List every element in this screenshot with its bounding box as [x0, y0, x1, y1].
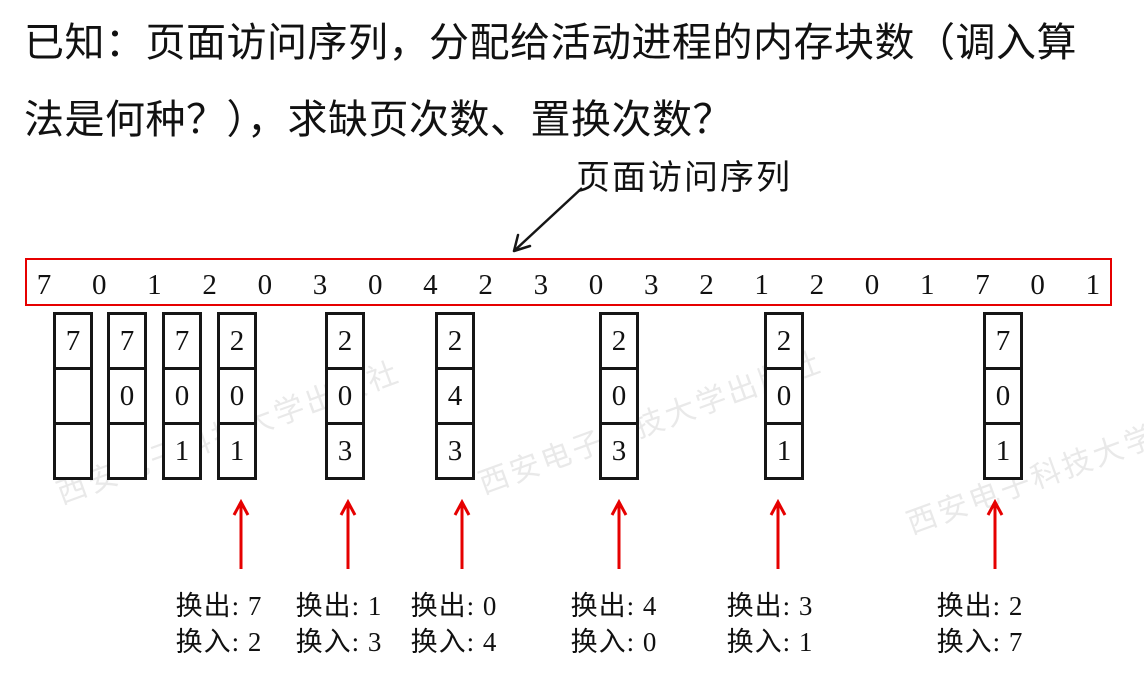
memory-frames-state-2: 7 0 — [107, 312, 147, 480]
frame-cell: 1 — [217, 422, 257, 480]
page-access-sequence-box: 7 0 1 2 0 3 0 4 2 3 0 3 2 1 2 0 1 7 0 1 — [25, 258, 1112, 306]
sequence-value: 1 — [920, 268, 935, 301]
frame-cell — [53, 367, 93, 425]
sequence-value: 0 — [91, 268, 107, 301]
swap-in-label: 换入: 4 — [410, 627, 498, 657]
red-up-arrow-icon — [769, 499, 787, 569]
frame-cell: 0 — [599, 367, 639, 425]
swap-label-1: 换出: 7 换入: 2 — [149, 588, 289, 660]
swap-out-label: 换出: 2 — [936, 591, 1024, 621]
frame-cell: 1 — [162, 422, 202, 480]
red-up-arrow-icon — [610, 499, 628, 569]
sequence-value: 1 — [1085, 268, 1101, 301]
sequence-value: 0 — [257, 268, 273, 301]
swap-label-3: 换出: 0 换入: 4 — [384, 588, 524, 660]
swap-in-label: 换入: 1 — [726, 627, 814, 657]
swap-label-5: 换出: 3 换入: 1 — [700, 588, 840, 660]
frame-cell: 0 — [983, 367, 1023, 425]
sequence-value: 2 — [478, 268, 493, 301]
red-up-arrow-icon — [232, 499, 250, 569]
frame-cell: 0 — [217, 367, 257, 425]
frame-cell: 2 — [325, 312, 365, 370]
title-line-2: 法是何种？），求缺页次数、置换次数？ — [24, 97, 733, 142]
swap-in-label: 换入: 7 — [936, 627, 1024, 657]
frame-cell: 7 — [53, 312, 93, 370]
sequence-value: 0 — [864, 268, 880, 301]
frame-cell: 0 — [325, 367, 365, 425]
frame-cell: 2 — [217, 312, 257, 370]
sequence-value: 0 — [367, 268, 383, 301]
sequence-value: 0 — [588, 268, 604, 301]
frame-cell: 1 — [983, 422, 1023, 480]
memory-frames-state-1: 7 — [53, 312, 93, 480]
frame-cell — [107, 422, 147, 480]
sequence-value: 0 — [1030, 268, 1045, 301]
frame-cell: 0 — [162, 367, 202, 425]
frame-cell: 2 — [599, 312, 639, 370]
frame-cell: 2 — [435, 312, 475, 370]
memory-frames-state-6: 2 4 3 — [435, 312, 475, 480]
memory-frames-state-8: 2 0 1 — [764, 312, 804, 480]
page-title: 已知：页面访问序列，分配给活动进程的内存块数（调入算 法是何种？），求缺页次数、… — [24, 4, 1136, 158]
sequence-value: 3 — [312, 268, 328, 301]
red-up-arrow-icon — [453, 499, 471, 569]
sequence-value: 3 — [533, 268, 549, 301]
swap-in-label: 换入: 0 — [570, 627, 658, 657]
sequence-value: 1 — [754, 268, 769, 301]
frame-cell: 3 — [325, 422, 365, 480]
swap-out-label: 换出: 7 — [175, 591, 263, 621]
swap-out-label: 换出: 4 — [570, 591, 658, 621]
red-up-arrow-icon — [986, 499, 1004, 569]
sequence-value: 3 — [643, 268, 659, 301]
frame-cell: 3 — [599, 422, 639, 480]
memory-frames-state-3: 7 0 1 — [162, 312, 202, 480]
memory-frames-state-7: 2 0 3 — [599, 312, 639, 480]
swap-out-label: 换出: 3 — [726, 591, 814, 621]
title-line-1: 已知：页面访问序列，分配给活动进程的内存块数（调入算 — [24, 20, 1077, 65]
frame-cell: 3 — [435, 422, 475, 480]
memory-frames-state-9: 7 0 1 — [983, 312, 1023, 480]
swap-in-label: 换入: 2 — [175, 627, 263, 657]
memory-frames-state-5: 2 0 3 — [325, 312, 365, 480]
sequence-value: 2 — [699, 268, 714, 301]
annotation-arrow-icon — [512, 187, 583, 253]
frame-cell: 2 — [764, 312, 804, 370]
swap-label-2: 换出: 1 换入: 3 — [269, 588, 409, 660]
frame-cell: 7 — [162, 312, 202, 370]
sequence-value: 2 — [809, 268, 825, 301]
frame-cell: 4 — [435, 367, 475, 425]
sequence-value: 7 — [36, 268, 52, 301]
sequence-value: 2 — [202, 268, 217, 301]
swap-in-label: 换入: 3 — [295, 627, 383, 657]
sequence-value: 7 — [975, 268, 990, 301]
memory-frames-state-4: 2 0 1 — [217, 312, 257, 480]
frame-cell — [53, 422, 93, 480]
red-up-arrow-icon — [339, 499, 357, 569]
sequence-value: 4 — [423, 268, 438, 301]
frame-cell: 1 — [764, 422, 804, 480]
frame-cell: 7 — [107, 312, 147, 370]
swap-label-4: 换出: 4 换入: 0 — [544, 588, 684, 660]
frame-cell: 0 — [107, 367, 147, 425]
swap-out-label: 换出: 0 — [410, 591, 498, 621]
swap-out-label: 换出: 1 — [295, 591, 383, 621]
swap-label-6: 换出: 2 换入: 7 — [910, 588, 1050, 660]
frame-cell: 7 — [983, 312, 1023, 370]
sequence-annotation-label: 页面访问序列 — [576, 160, 792, 197]
frame-cell: 0 — [764, 367, 804, 425]
sequence-value: 1 — [147, 268, 162, 301]
